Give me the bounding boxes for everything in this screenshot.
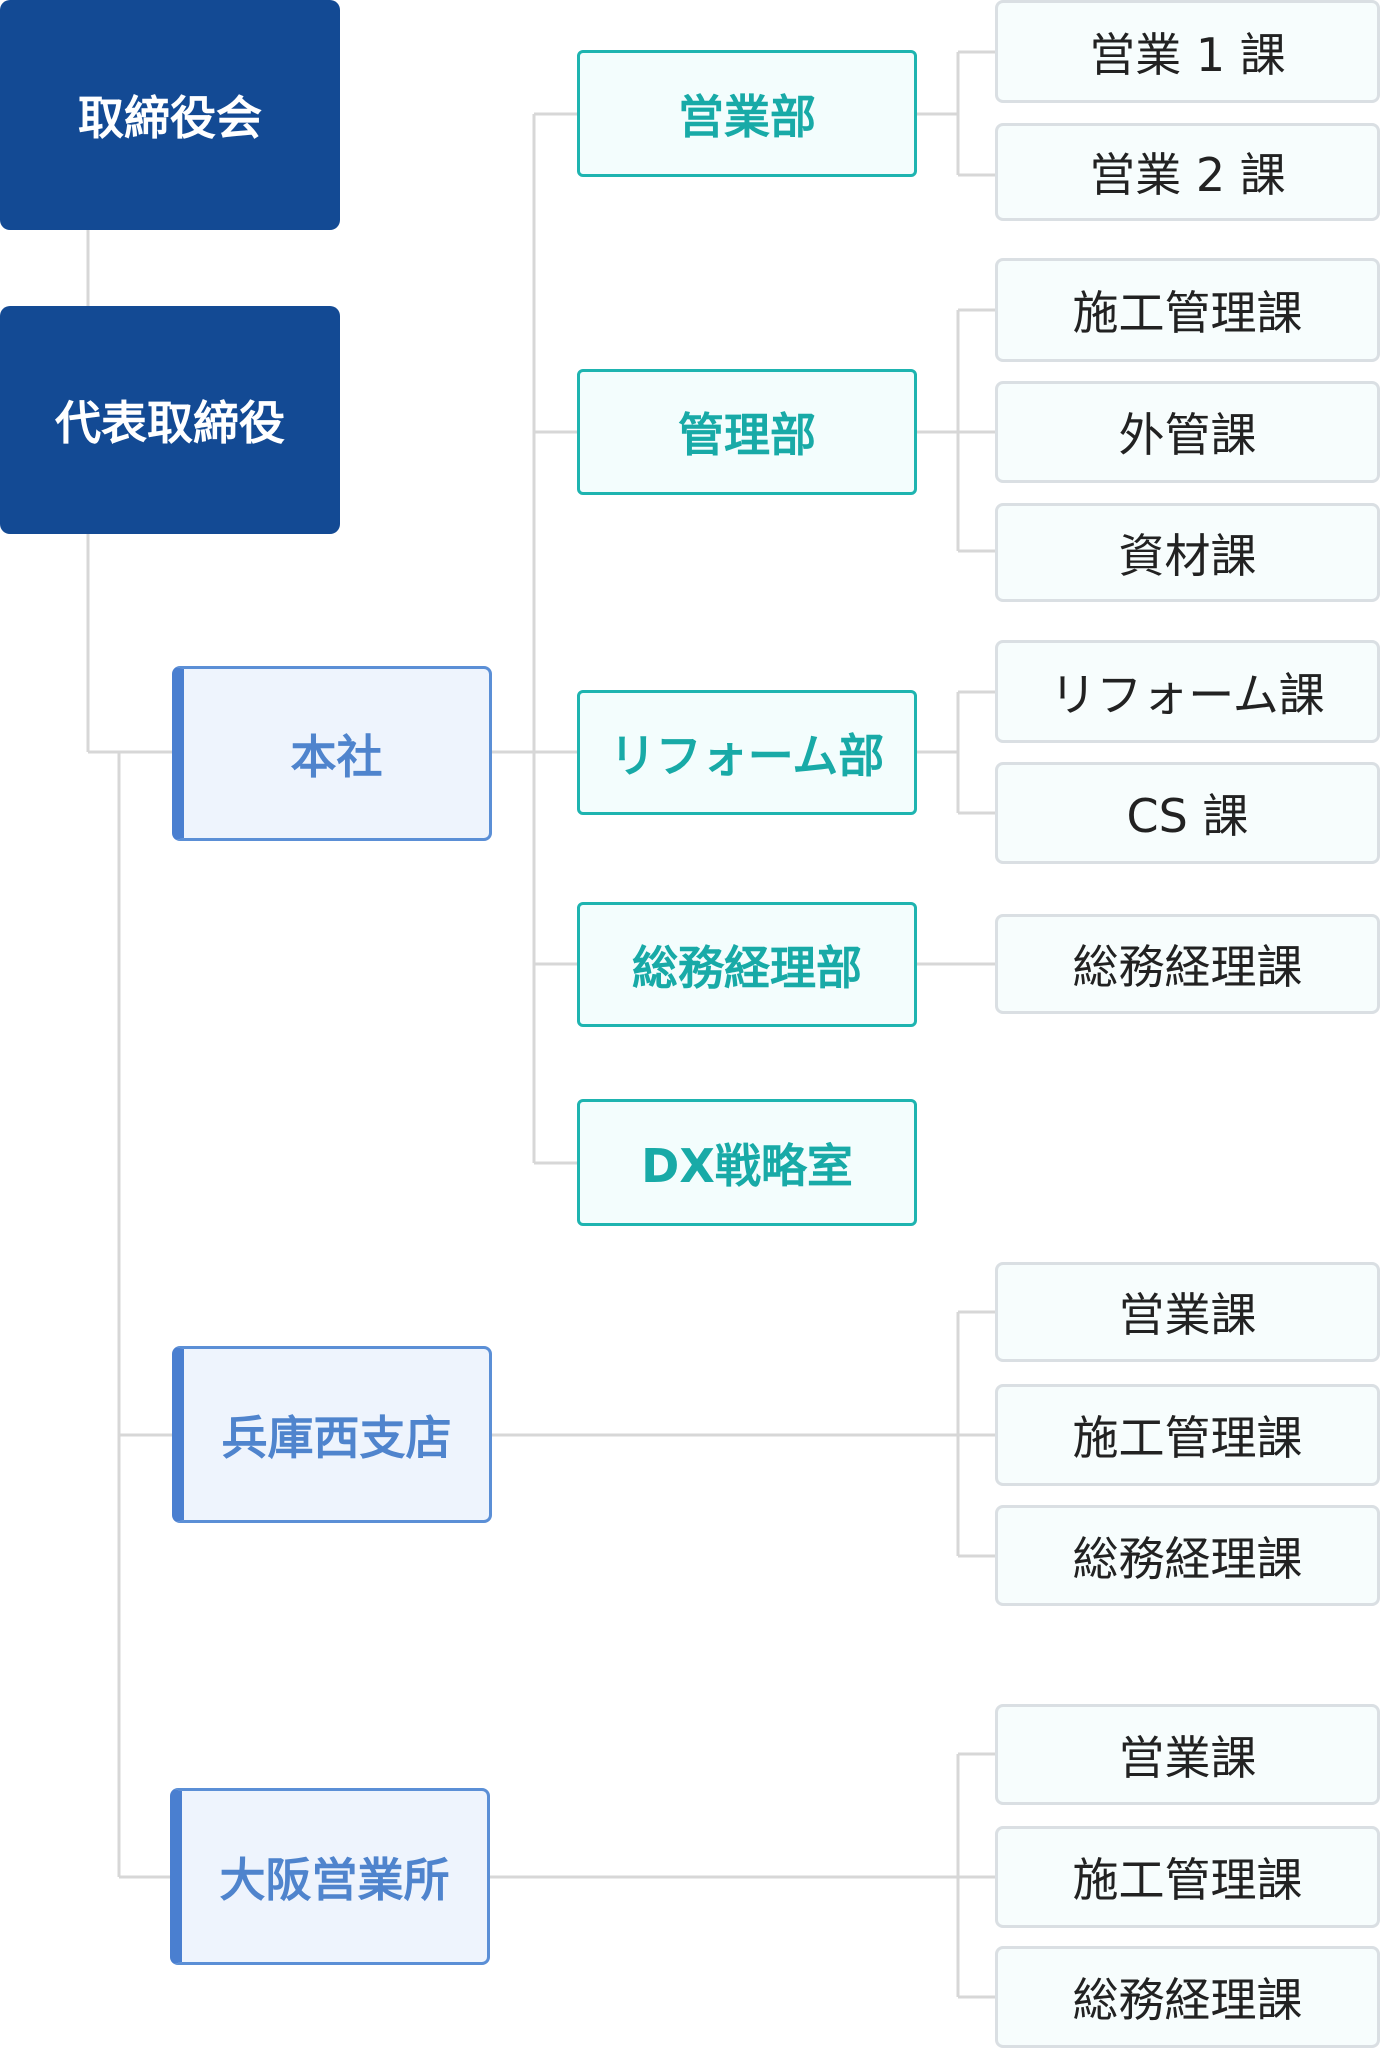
department-management: 管理部 (577, 369, 917, 495)
section-cs: CS 課 (995, 762, 1380, 864)
section-materials-label: 資材課 (1118, 528, 1257, 583)
president-box: 代表取締役 (0, 306, 340, 534)
department-reform-label: リフォーム部 (609, 728, 885, 783)
osaka-section-general-affairs-label: 総務経理課 (1072, 1973, 1303, 2027)
board-of-directors-label: 取締役会 (78, 91, 262, 145)
department-general-affairs: 総務経理部 (577, 902, 917, 1027)
department-reform: リフォーム部 (577, 690, 917, 815)
hyogo-section-general-affairs: 総務経理課 (995, 1505, 1380, 1606)
department-dx-strategy: DX戦略室 (577, 1099, 917, 1226)
hyogo-west-branch-label: 兵庫西支店 (221, 1410, 452, 1465)
hyogo-section-construction-management-label: 施工管理課 (1072, 1411, 1303, 1465)
osaka-section-general-affairs: 総務経理課 (995, 1946, 1380, 2048)
section-sales-2-label: 営業 2 課 (1089, 148, 1286, 202)
hyogo-section-sales-label: 営業課 (1118, 1288, 1257, 1342)
osaka-section-sales: 営業課 (995, 1704, 1380, 1805)
osaka-office-label: 大阪営業所 (219, 1852, 450, 1907)
president-label: 代表取締役 (55, 396, 285, 450)
section-external-management-label: 外管課 (1118, 408, 1257, 462)
department-sales: 営業部 (577, 50, 917, 177)
section-sales-1-label: 営業 1 課 (1089, 27, 1286, 82)
head-office-label: 本社 (290, 729, 383, 784)
section-general-affairs-label: 総務経理課 (1072, 940, 1303, 994)
section-sales-2: 営業 2 課 (995, 123, 1380, 221)
department-management-label: 管理部 (678, 408, 816, 462)
section-general-affairs: 総務経理課 (995, 914, 1380, 1014)
section-construction-management-label: 施工管理課 (1072, 286, 1303, 340)
section-cs-label: CS 課 (1126, 789, 1249, 843)
section-sales-1: 営業 1 課 (995, 0, 1380, 103)
section-external-management: 外管課 (995, 381, 1380, 483)
osaka-office-box: 大阪営業所 (170, 1788, 490, 1965)
hyogo-west-branch-box: 兵庫西支店 (172, 1346, 492, 1523)
section-construction-management: 施工管理課 (995, 258, 1380, 362)
department-general-affairs-label: 総務経理部 (632, 940, 862, 995)
osaka-section-construction-management: 施工管理課 (995, 1826, 1380, 1928)
section-reform: リフォーム課 (995, 640, 1380, 743)
section-materials: 資材課 (995, 503, 1380, 602)
hyogo-section-general-affairs-label: 総務経理課 (1072, 1531, 1303, 1586)
osaka-section-sales-label: 営業課 (1118, 1730, 1257, 1785)
head-office-box: 本社 (172, 666, 492, 841)
osaka-section-construction-management-label: 施工管理課 (1072, 1853, 1303, 1907)
section-reform-label: リフォーム課 (1050, 667, 1325, 722)
hyogo-section-sales: 営業課 (995, 1262, 1380, 1362)
department-sales-label: 営業部 (678, 89, 816, 144)
hyogo-section-construction-management: 施工管理課 (995, 1384, 1380, 1486)
department-dx-strategy-label: DX戦略室 (641, 1138, 853, 1193)
board-of-directors-box: 取締役会 (0, 0, 340, 230)
